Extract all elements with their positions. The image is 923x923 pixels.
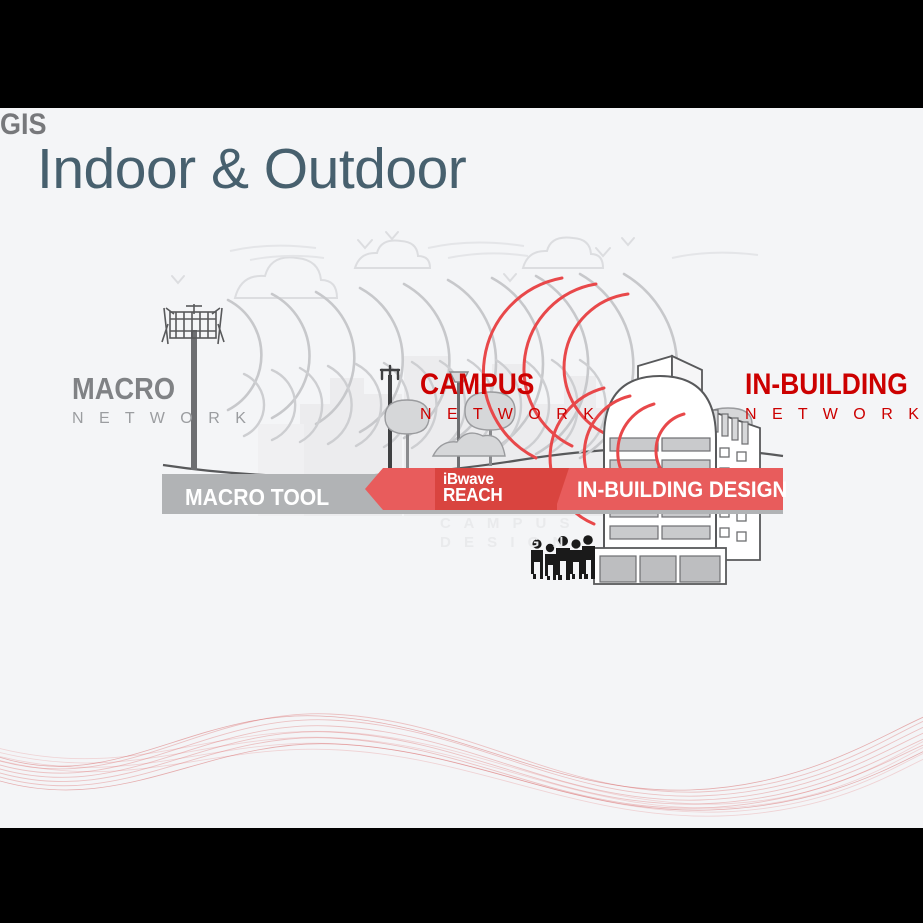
campus-design-line-2: D E S I G N bbox=[440, 533, 568, 551]
label-inbuilding-primary: IN-BUILDING bbox=[745, 368, 908, 401]
macro-tool-label: MACRO TOOL bbox=[185, 484, 330, 510]
inbuilding-signal-arcs-left bbox=[481, 276, 630, 460]
bird-glyphs bbox=[171, 231, 635, 285]
page-title: Indoor & Outdoor bbox=[37, 137, 467, 201]
inbuilding-design-label: IN-BUILDING DESIGN bbox=[577, 477, 788, 502]
label-campus-network: CAMPUS N E T W O R K bbox=[420, 370, 599, 423]
campus-design-label: C A M P U S D E S I G N bbox=[440, 515, 574, 553]
label-inbuilding-secondary: N E T W O R K bbox=[745, 406, 923, 423]
entrance-glass bbox=[599, 555, 721, 583]
street-lamp bbox=[448, 371, 470, 468]
ibwave-reach-logo: iBwave REACH bbox=[443, 471, 503, 506]
bush-shape bbox=[431, 432, 506, 457]
cloud-wisps bbox=[229, 241, 759, 261]
macro-cell-tower bbox=[161, 304, 225, 470]
label-macro-secondary: N E T W O R K bbox=[72, 410, 252, 427]
label-campus-primary: CAMPUS bbox=[420, 368, 535, 401]
arrow-head bbox=[365, 468, 425, 510]
logo-line-2: REACH bbox=[443, 485, 503, 506]
logo-plate bbox=[435, 468, 557, 510]
label-gis: GIS bbox=[0, 108, 47, 141]
label-macro-primary: MACRO bbox=[72, 371, 176, 406]
label-macro-network: MACRO N E T W O R K bbox=[72, 373, 251, 427]
label-campus-secondary: N E T W O R K bbox=[420, 406, 600, 423]
logo-line-1: iBwave bbox=[443, 471, 494, 488]
decorative-wave-ribbon bbox=[0, 713, 923, 817]
cloud-shapes bbox=[233, 236, 605, 299]
people-silhouettes bbox=[531, 535, 595, 580]
label-inbuilding-network: IN-BUILDING N E T W O R K bbox=[745, 370, 923, 423]
campus-design-line-1: C A M P U S bbox=[440, 515, 574, 532]
inbuilding-design-arrow: iBwave REACH IN-BUILDING DESIGN bbox=[365, 468, 787, 510]
presentation-slide: Indoor & Outdoor bbox=[0, 108, 923, 828]
